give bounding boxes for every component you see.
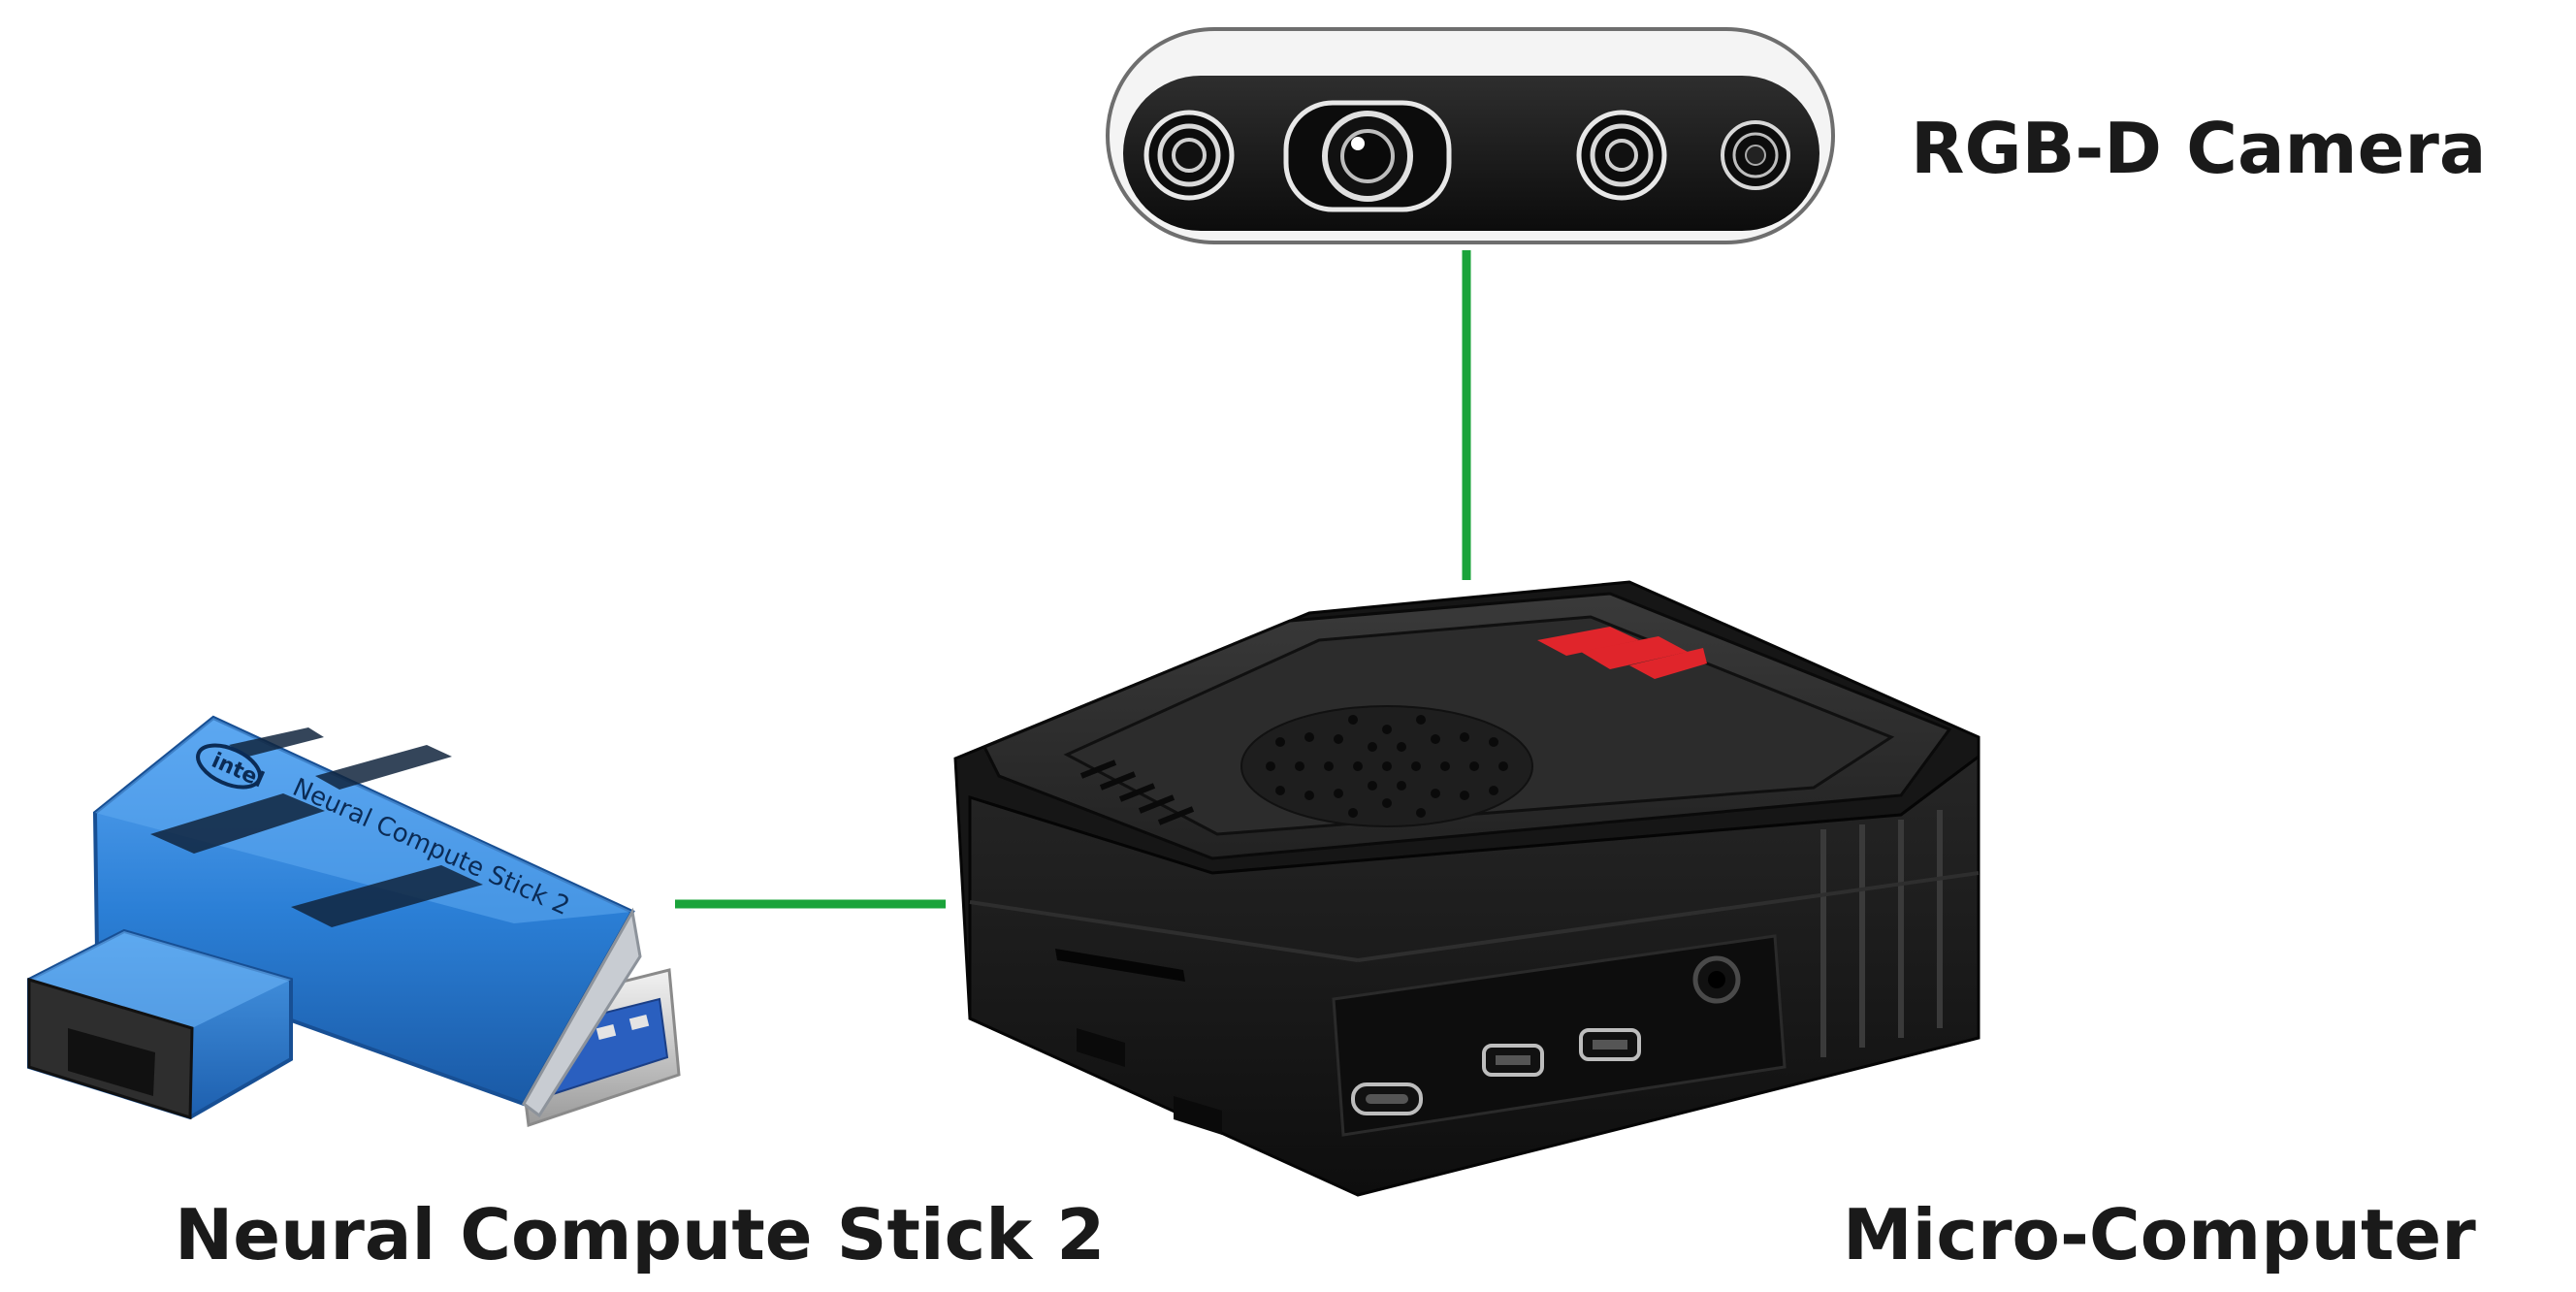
micro-computer-image: [953, 580, 1980, 1197]
camera-lens-rgb: [1283, 100, 1452, 212]
red-accent-stripes: [1537, 627, 1707, 679]
label-rgbd-camera: RGB-D Camera: [1911, 108, 2487, 189]
rgbd-camera-image: [1106, 27, 1835, 244]
intel-logo-icon: [196, 743, 262, 790]
usb-c-port: [1351, 1082, 1423, 1115]
label-neural-compute-stick: Neural Compute Stick 2: [175, 1194, 1105, 1276]
label-micro-computer: Micro-Computer: [1843, 1194, 2476, 1276]
stick-cap: [27, 928, 293, 1120]
top-vents: [1079, 759, 1195, 825]
neural-compute-stick-image: intel Neural Compute Stick 2: [27, 715, 681, 1128]
micro-hdmi-port-1: [1482, 1044, 1544, 1077]
micro-hdmi-port-2: [1579, 1028, 1641, 1061]
camera-lens-right: [1576, 110, 1667, 201]
side-ribs: [1820, 810, 1943, 1057]
fan-grille: [1240, 705, 1533, 827]
audio-jack: [1692, 955, 1741, 1004]
camera-emitter: [1721, 120, 1790, 190]
camera-lens-left: [1143, 110, 1235, 201]
